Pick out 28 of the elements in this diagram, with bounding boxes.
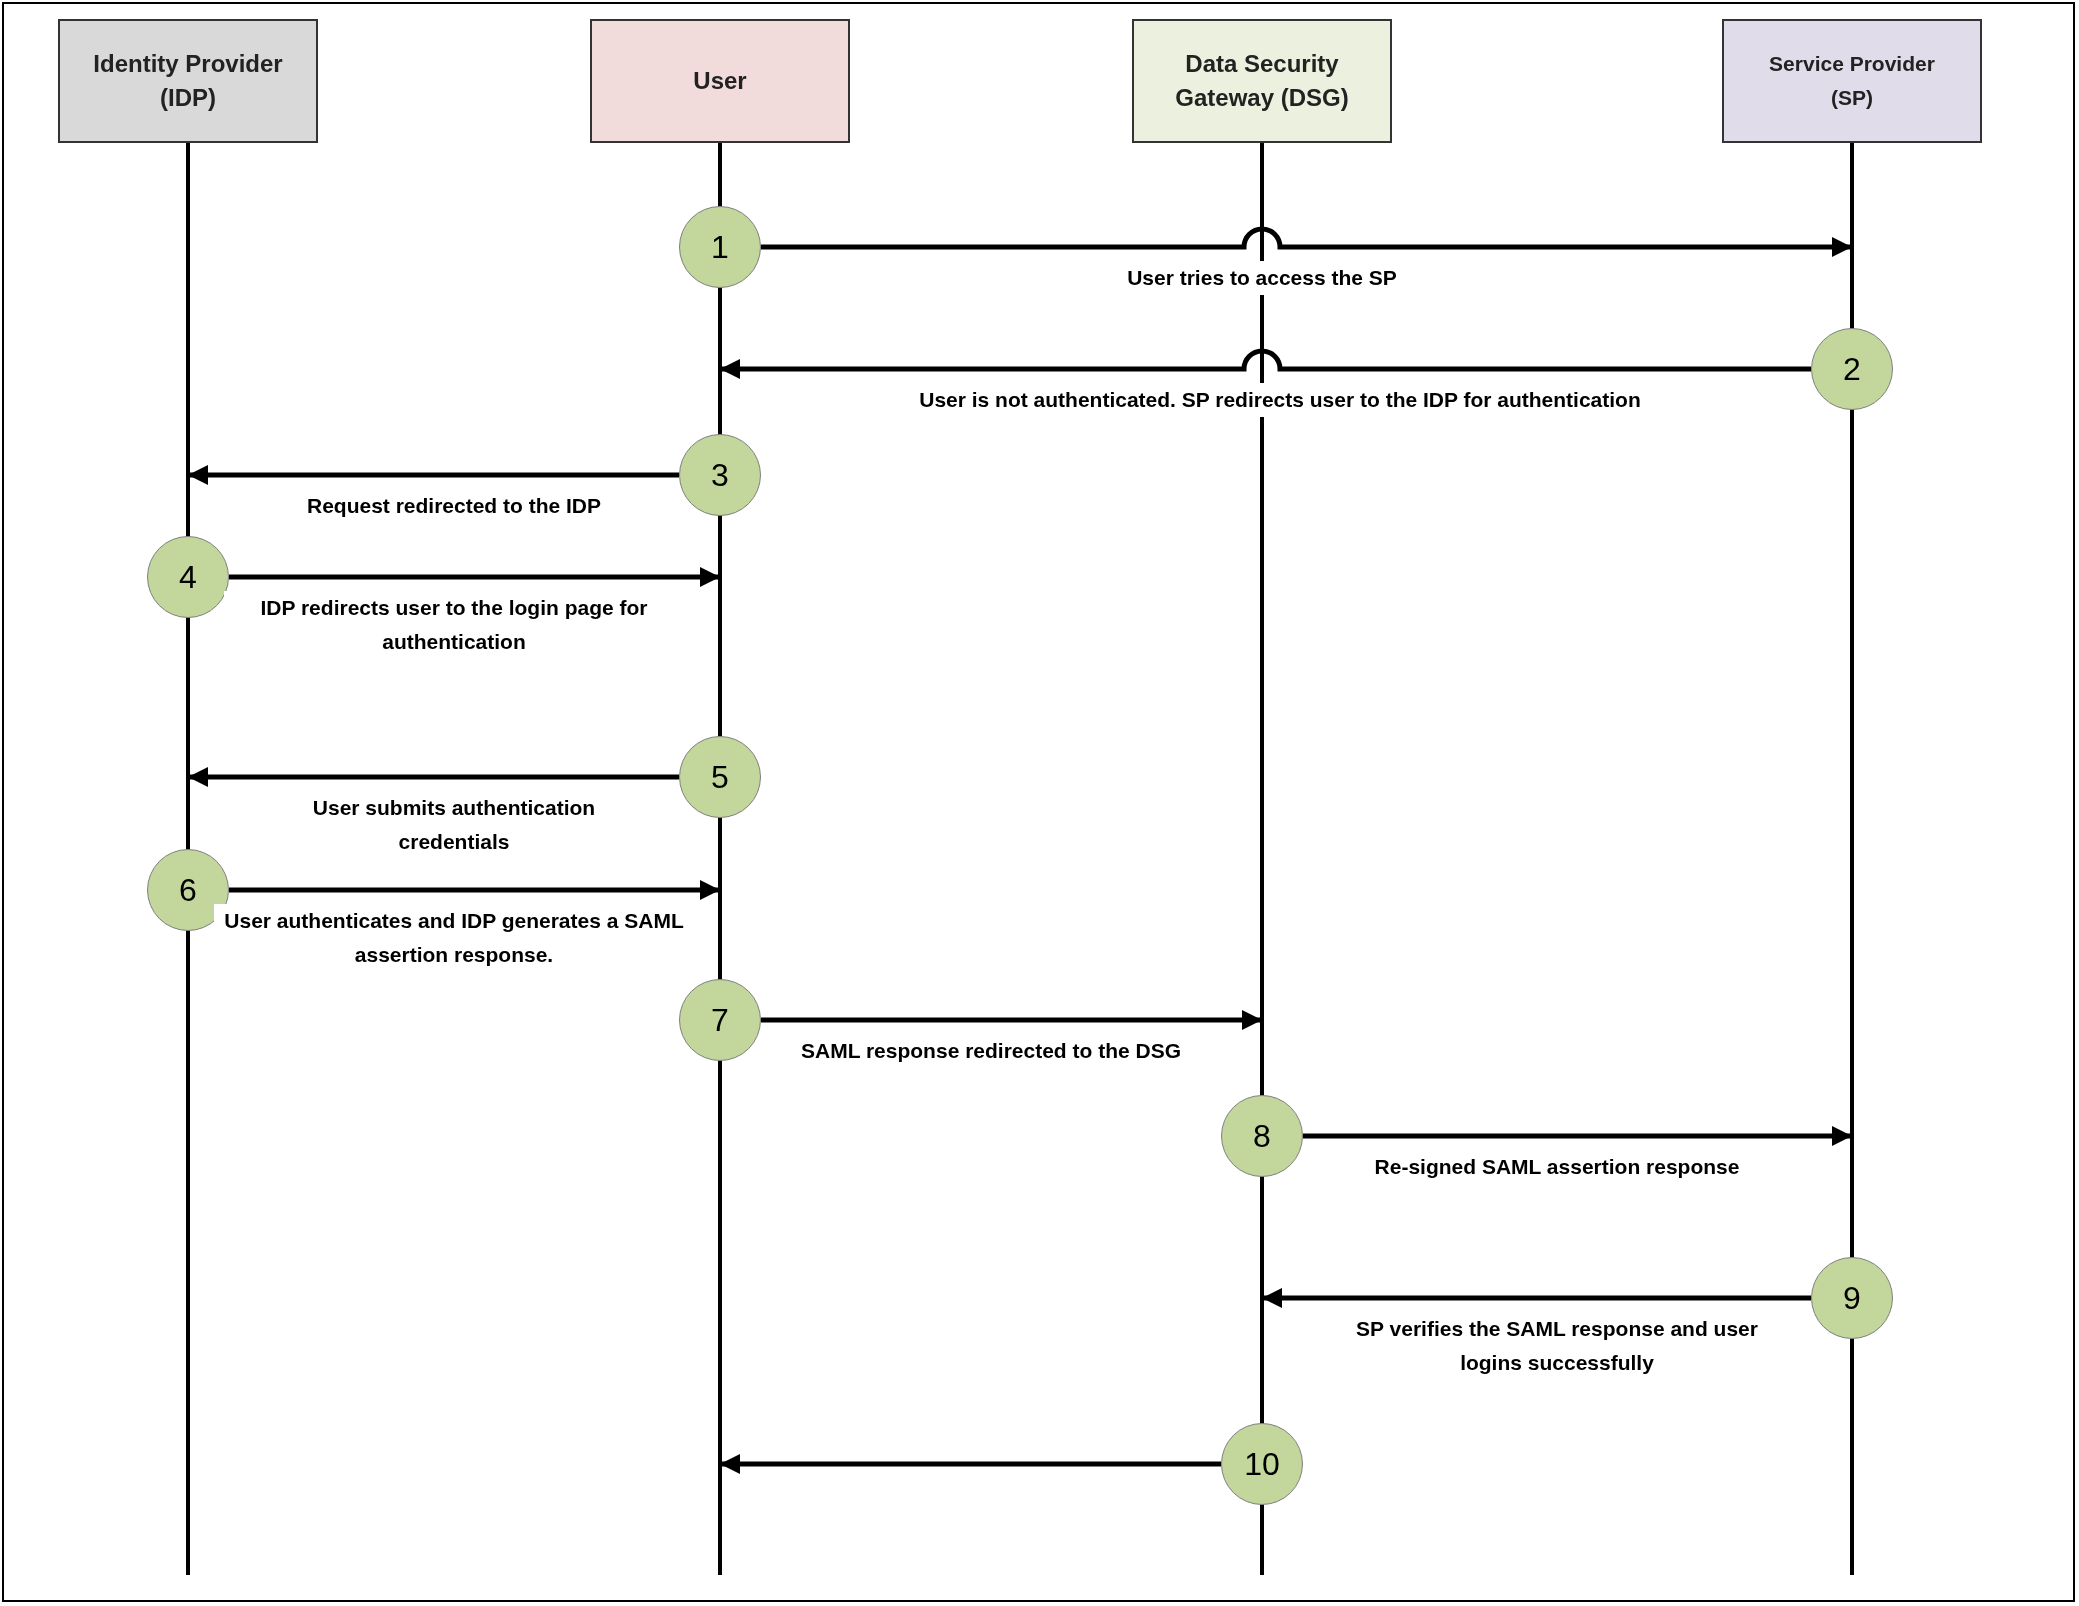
participant-box	[1132, 19, 1392, 143]
step-number: 9	[1843, 1279, 1861, 1318]
step-number: 7	[711, 1001, 729, 1040]
participant-name: Identity Provider (IDP)	[92, 49, 284, 113]
step-number: 2	[1843, 350, 1861, 389]
participant-box	[1722, 19, 1982, 143]
step-number: 10	[1244, 1445, 1280, 1484]
step-number: 8	[1253, 1117, 1271, 1156]
arrow	[720, 1454, 1221, 1474]
arrow	[229, 567, 720, 587]
arrow	[1303, 1126, 1852, 1146]
step-number: 6	[179, 871, 197, 910]
participant-name: User	[693, 66, 747, 96]
step-number: 5	[711, 758, 729, 797]
arrow	[188, 767, 679, 787]
arrow	[188, 465, 679, 485]
participant-box	[590, 19, 850, 143]
arrow	[229, 880, 720, 900]
participant-name: Data Security Gateway (DSG)	[1174, 49, 1350, 113]
arrow	[720, 348, 1811, 379]
participant-name: Service Provider (SP)	[1768, 51, 1936, 111]
arrow	[1262, 1288, 1811, 1308]
arrow	[761, 226, 1852, 257]
step-number: 3	[711, 456, 729, 495]
arrow	[761, 1010, 1262, 1030]
step-number: 4	[179, 558, 197, 597]
participant-box	[58, 19, 318, 143]
step-number: 1	[711, 228, 729, 267]
